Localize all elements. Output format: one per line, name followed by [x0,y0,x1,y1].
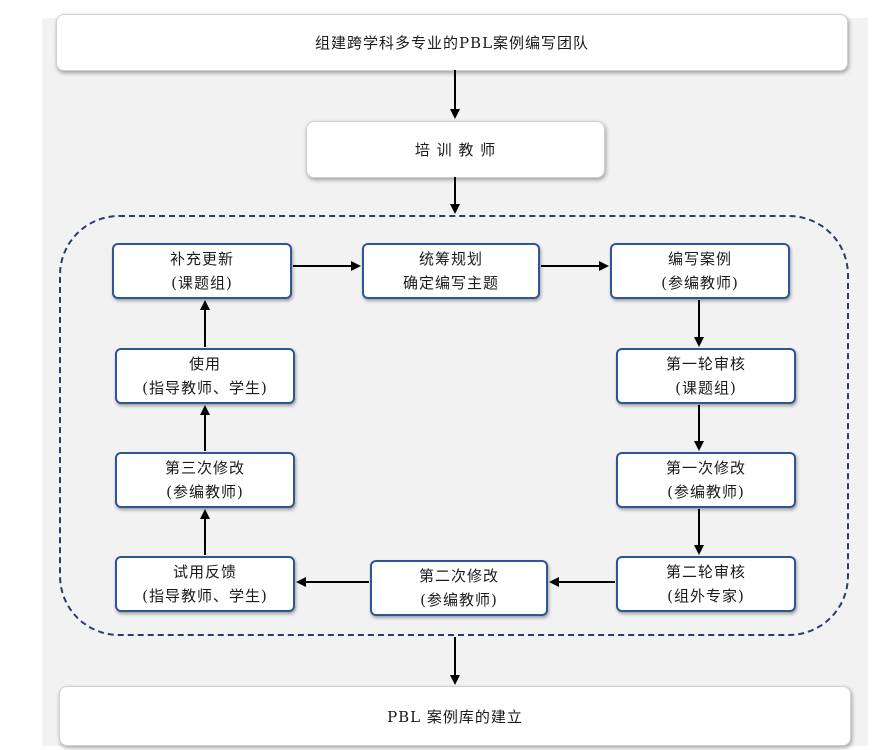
node-review2-title: 第二轮审核 [665,563,746,581]
final-box: PBL 案例库的建立 [59,686,851,746]
node-supplement: 补充更新 (课题组) [112,243,292,299]
node-use: 使用 (指导教师、学生) [115,348,295,404]
final-box-label: PBL 案例库的建立 [387,707,523,726]
team-box-label: 组建跨学科多专业的PBL案例编写团队 [314,34,590,52]
node-write: 编写案例 (参编教师) [610,243,790,299]
train-box-label: 培 训 教 师 [414,141,497,159]
node-revise3-title: 第三次修改 [164,459,245,477]
node-review2-role: (组外专家) [667,587,745,605]
node-trial-role: (指导教师、学生) [142,587,268,605]
node-plan-title: 统筹规划 [418,250,483,268]
node-revise3-role: (参编教师) [166,483,244,501]
node-review1: 第一轮审核 (课题组) [616,348,796,404]
node-write-role: (参编教师) [661,274,739,292]
team-box: 组建跨学科多专业的PBL案例编写团队 [56,14,848,71]
revision-loop-boundary [59,215,849,636]
node-revise1-title: 第一次修改 [665,459,746,477]
node-plan-subtitle: 确定编写主题 [402,274,499,292]
node-revise3: 第三次修改 (参编教师) [115,452,295,508]
node-plan: 统筹规划 确定编写主题 [362,243,540,299]
node-trial: 试用反馈 (指导教师、学生) [115,556,295,612]
node-use-title: 使用 [188,355,221,373]
node-supplement-title: 补充更新 [169,250,234,268]
node-revise2-title: 第二次修改 [418,567,499,585]
node-write-title: 编写案例 [667,250,732,268]
node-review1-title: 第一轮审核 [665,355,746,373]
node-review2: 第二轮审核 (组外专家) [616,556,796,612]
node-revise1: 第一次修改 (参编教师) [616,452,796,508]
node-trial-title: 试用反馈 [172,563,237,581]
node-revise2-role: (参编教师) [420,591,498,609]
node-supplement-role: (课题组) [171,274,233,292]
node-use-role: (指导教师、学生) [142,379,268,397]
node-review1-role: (课题组) [675,379,737,397]
node-revise1-role: (参编教师) [667,483,745,501]
node-revise2: 第二次修改 (参编教师) [370,560,548,616]
